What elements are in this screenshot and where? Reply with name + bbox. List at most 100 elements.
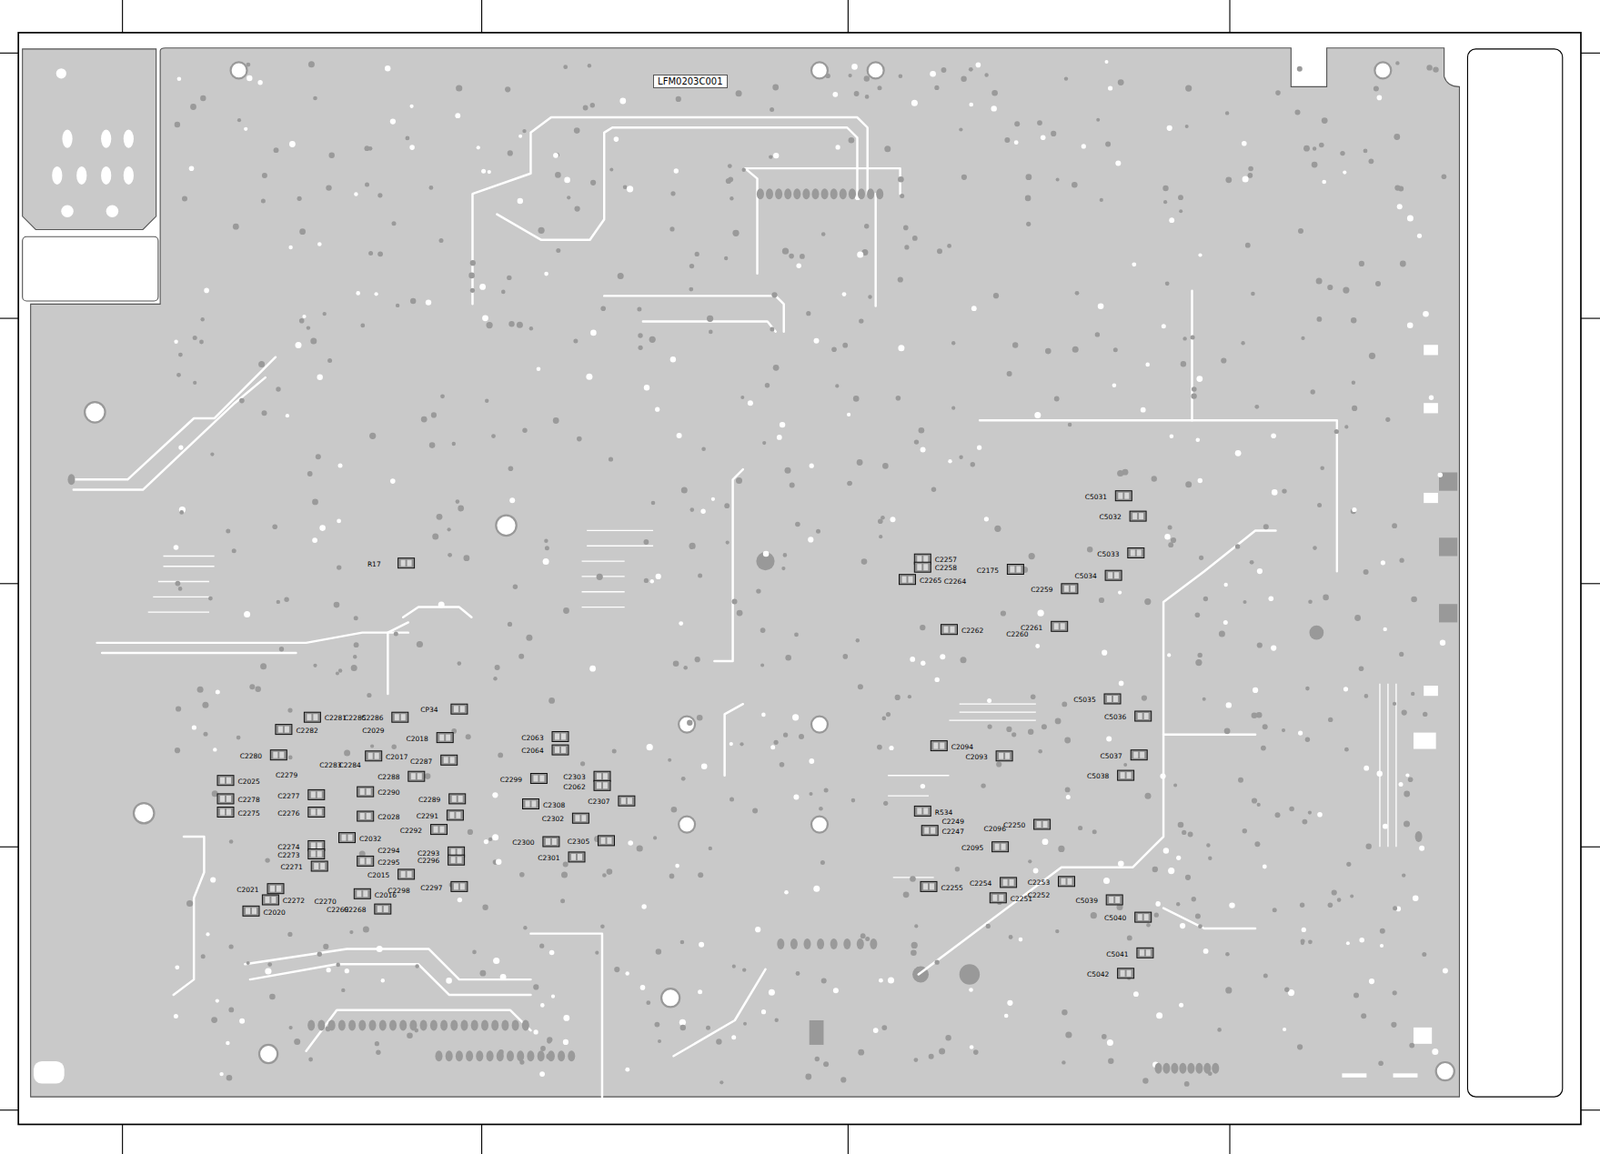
via-hole [406,1033,413,1040]
via-hole [585,373,593,381]
via-hole [289,140,296,148]
via-hole [1251,797,1258,804]
smd-pad [899,574,916,585]
smd-pad [251,907,257,915]
connector-pin [516,1050,524,1062]
smd-pad [1009,566,1015,574]
via-hole [897,176,905,183]
via-hole [1254,841,1260,847]
via-hole [1394,185,1400,192]
via-hole [374,291,379,296]
via-hole [429,185,434,191]
via-hole [229,839,234,845]
via-hole [898,73,904,79]
smd-pad [607,837,613,845]
via-hole [1351,507,1357,513]
via-hole [951,341,956,345]
smd-pad [368,753,373,760]
via-hole [452,442,456,446]
via-hole [573,127,581,134]
connector-pin [793,188,801,200]
via-hole [1318,142,1325,149]
via-hole [960,76,967,82]
connector-pin [358,1020,366,1032]
via-hole [455,499,461,504]
via-hole [1337,897,1342,903]
via-hole [1334,429,1339,434]
via-hole [439,238,444,243]
via-hole [239,1018,245,1025]
smd-pad [217,775,234,786]
via-hole [482,314,489,322]
via-hole [909,656,916,663]
component-designator: C5034 [1074,572,1097,581]
via-hole [201,317,205,322]
via-hole [1275,812,1281,818]
via-hole [587,63,592,68]
via-hole [1177,194,1184,201]
smd-pad [933,743,938,750]
via-hole [492,834,499,841]
via-hole [495,859,502,866]
via-hole [293,1038,301,1046]
component-designator: C2253 [1027,878,1050,887]
via-hole [258,361,265,368]
via-hole [1410,692,1415,696]
via-hole [1302,819,1309,826]
via-hole [1173,783,1178,787]
via-hole [1106,736,1112,743]
via-hole [243,127,248,131]
via-hole [1217,1027,1222,1033]
via-hole [903,891,910,898]
via-hole [355,291,361,296]
smd-pad [601,837,606,845]
component-designator: C2268 [343,905,366,915]
via-hole [374,1041,380,1047]
via-hole [1249,560,1255,565]
via-hole [508,321,514,327]
via-hole [1366,844,1372,850]
via-hole [821,231,826,237]
via-hole [261,172,268,179]
smd-pad [451,856,456,864]
via-hole [697,989,703,995]
via-hole [522,428,527,433]
connector-pin [526,1050,534,1062]
smd-pad [1003,879,1008,886]
component-designator: C2251 [1010,895,1033,904]
via-hole [1426,64,1432,71]
via-hole [773,152,779,159]
smd-pad [914,805,931,816]
via-hole [833,987,839,994]
via-hole [507,622,513,627]
via-hole [796,263,802,269]
via-hole [848,73,853,78]
smd-pad [279,752,284,759]
connector-pin [348,1020,356,1032]
via-hole [968,67,974,72]
via-hole [1317,812,1323,818]
via-hole [1295,110,1301,116]
via-hole [1165,281,1170,286]
component-designator: C5031 [1085,493,1107,502]
smd-pad [941,624,958,635]
via-hole [815,1056,820,1062]
via-hole [1145,362,1150,368]
via-hole [760,627,766,634]
via-hole [681,486,688,494]
via-hole [1321,180,1327,185]
connector-pin [420,1020,428,1032]
via-hole [1250,291,1256,297]
component-designator: C5033 [1096,550,1119,559]
via-hole [201,702,209,709]
via-hole [1027,859,1032,864]
smd-pad [545,838,551,846]
via-hole [1061,1009,1067,1016]
via-hole [897,344,905,352]
via-hole [936,248,943,254]
smd-pad [1060,623,1066,630]
component-designator: R17 [367,560,382,569]
via-hole [1263,523,1269,530]
via-hole [488,837,493,842]
